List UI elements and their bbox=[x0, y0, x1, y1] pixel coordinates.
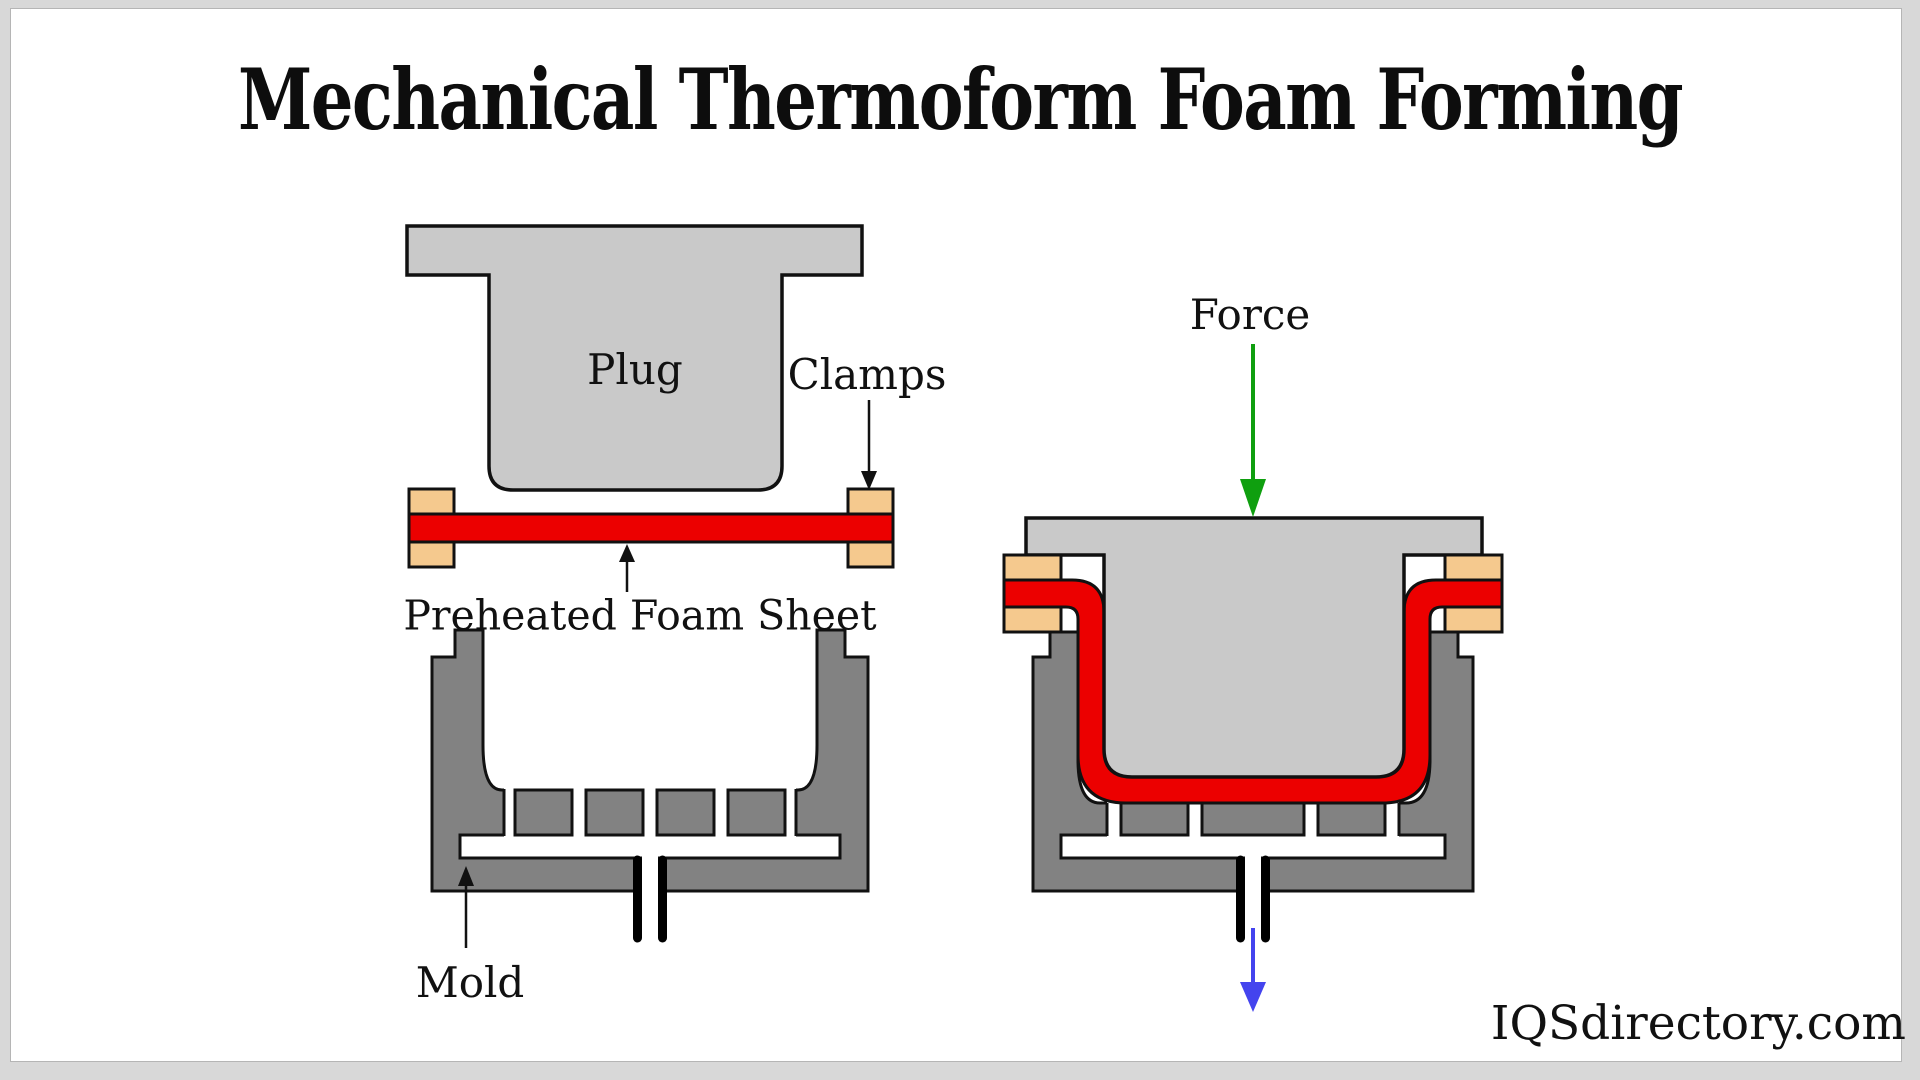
mold-rib bbox=[1316, 801, 1387, 837]
mold-label: Mold bbox=[416, 958, 525, 1007]
diagram-after-forming: Force bbox=[1002, 290, 1504, 1012]
mold-rib bbox=[1119, 801, 1190, 837]
mold-slot bbox=[785, 788, 796, 855]
sheet-arrow-head bbox=[619, 544, 635, 562]
foam-sheet bbox=[407, 512, 895, 544]
vacuum-port-gap bbox=[1245, 856, 1261, 898]
mold-slot bbox=[1304, 800, 1318, 855]
watermark-text: IQSdirectory.com bbox=[1490, 996, 1906, 1051]
clamp-right-lower bbox=[846, 540, 895, 569]
mold-rib bbox=[584, 788, 645, 837]
mold-slot bbox=[1107, 800, 1121, 855]
clamp-right-upper bbox=[846, 487, 895, 516]
mold-slot bbox=[572, 788, 586, 855]
clamp-left-upper bbox=[407, 487, 456, 516]
mold-rib bbox=[1200, 801, 1306, 837]
vacuum-port-gap bbox=[642, 856, 658, 898]
mold-slot bbox=[714, 788, 728, 855]
clamp-left-lower bbox=[1002, 605, 1063, 634]
clamp-right-upper bbox=[1443, 553, 1504, 582]
force-arrow-head bbox=[1240, 479, 1266, 517]
clamps-arrow-head bbox=[861, 471, 877, 490]
plug-shape bbox=[405, 224, 864, 492]
mold-rib bbox=[655, 788, 716, 837]
mold-arrow-head bbox=[458, 866, 474, 886]
plug-shape bbox=[1024, 516, 1484, 779]
clamps-label: Clamps bbox=[788, 350, 947, 399]
clamp-right-lower bbox=[1443, 605, 1504, 634]
vacuum-arrow-head bbox=[1240, 982, 1266, 1012]
page-title: Mechanical Thermoform Foam Forming bbox=[237, 50, 1684, 149]
mold-rib bbox=[726, 788, 787, 837]
diagram-page-background bbox=[10, 8, 1902, 1062]
clamp-left-lower bbox=[407, 540, 456, 569]
diagram-before-forming: Plug Clamps Preheated Foam Sheet bbox=[403, 224, 947, 1007]
force-label: Force bbox=[1190, 290, 1311, 339]
mold-slot bbox=[643, 788, 657, 855]
clamp-left-upper bbox=[1002, 553, 1063, 582]
mold-slot bbox=[1385, 800, 1399, 855]
mold-slot bbox=[1188, 800, 1202, 855]
mold-slot bbox=[504, 788, 515, 855]
mold-rib bbox=[513, 788, 574, 837]
plug-label: Plug bbox=[587, 345, 683, 394]
